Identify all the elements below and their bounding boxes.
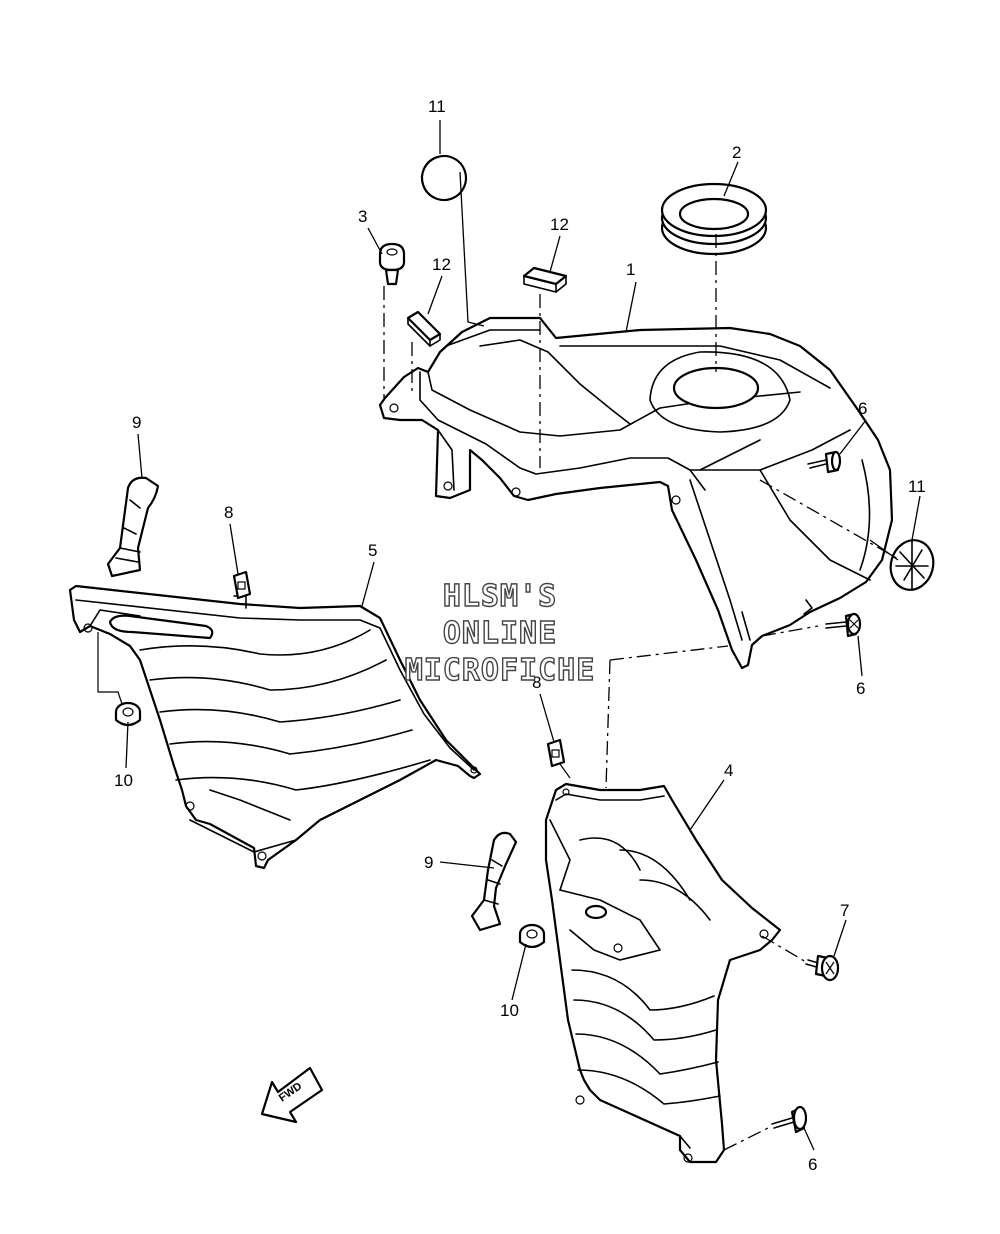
assembly-lines [97, 234, 901, 1151]
callout-1: 1 [626, 260, 635, 279]
watermark-line-1: HLSM'S [443, 579, 557, 614]
clip-nut-part-left [232, 570, 252, 600]
screw-part-tank [807, 450, 842, 474]
callout-12-left: 12 [432, 255, 451, 274]
callout-9-right: 9 [424, 853, 433, 872]
grommet-part-left [114, 701, 142, 727]
screw-part-mid [825, 612, 862, 638]
phillips-screw-part [805, 954, 840, 982]
screw-part-bottom [771, 1105, 808, 1134]
callout-3: 3 [358, 207, 367, 226]
callout-6-mid: 6 [856, 679, 865, 698]
callout-10-right: 10 [500, 1001, 519, 1020]
left-side-cover-part [68, 584, 482, 870]
grommet-part-right [518, 923, 546, 949]
fwd-arrow-icon: FWD [260, 1066, 324, 1124]
emblem-part-top [420, 154, 468, 202]
foam-pad-part-left [406, 310, 442, 347]
watermark: HLSM'S ONLINE MICROFICHE [404, 578, 596, 688]
callout-12-right: 12 [550, 215, 569, 234]
callout-6-tank: 6 [858, 399, 867, 418]
callout-8-left: 8 [224, 503, 233, 522]
callout-4: 4 [724, 761, 733, 780]
emblem-part-right [889, 539, 935, 591]
handle-part-left [106, 476, 160, 578]
callout-6-bottom: 6 [808, 1155, 817, 1174]
watermark-line-3: MICROFICHE [405, 653, 596, 688]
callout-10-left: 10 [114, 771, 133, 790]
callout-8-right: 8 [532, 673, 541, 692]
clip-nut-part-right [546, 738, 566, 768]
callout-9-left: 9 [132, 413, 141, 432]
tank-cover-part [378, 316, 894, 670]
foam-pad-part-right [522, 266, 568, 293]
callout-5: 5 [368, 541, 377, 560]
leader-lines [125, 120, 921, 1151]
callout-7: 7 [840, 901, 849, 920]
callout-labels: 1 2 3 11 12 12 6 11 6 5 8 9 10 4 7 8 9 1… [114, 97, 926, 1174]
right-side-cover-part [544, 782, 782, 1164]
handle-part-right [470, 831, 518, 932]
callout-11-right: 11 [908, 477, 926, 496]
callout-11-top: 11 [428, 97, 446, 116]
watermark-line-2: ONLINE [443, 616, 557, 651]
trim-plug-part [378, 242, 406, 286]
grommet-ring-part [660, 182, 768, 256]
callout-2: 2 [732, 143, 741, 162]
